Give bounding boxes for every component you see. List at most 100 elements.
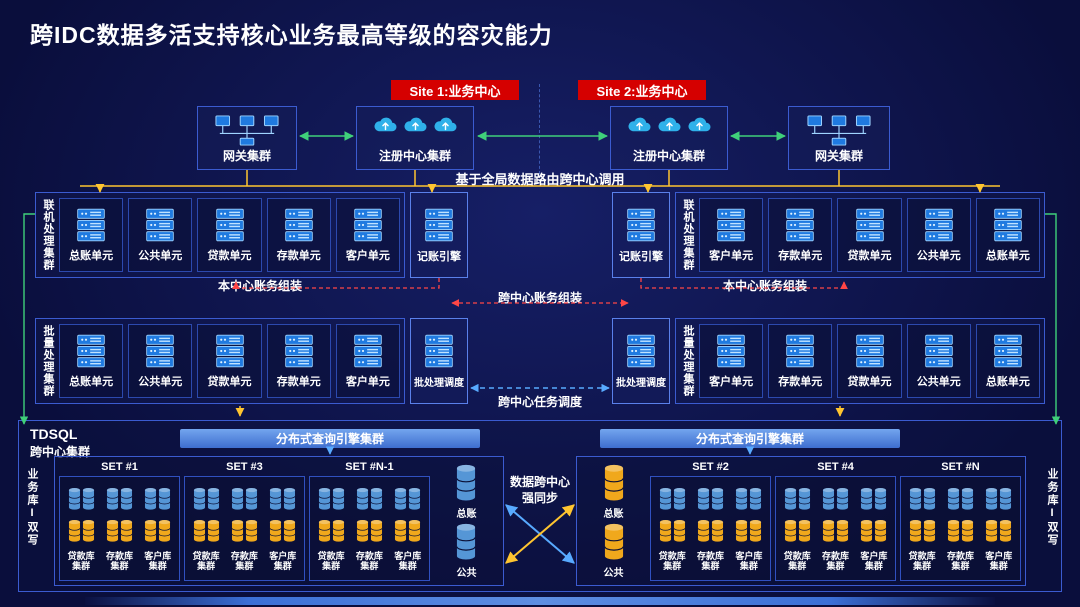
db-group-label: 贷款库集群 — [317, 550, 345, 572]
database-icon — [697, 518, 710, 544]
batch-scheduler-right: 批处理调度 — [612, 318, 670, 404]
server-unit: 总账单元 — [59, 198, 124, 272]
server-unit: 贷款单元 — [837, 324, 902, 398]
database-icon — [269, 518, 282, 544]
standby-db-row — [903, 518, 1018, 544]
database-icon — [711, 518, 724, 544]
server-unit: 公共单元 — [128, 198, 193, 272]
db-group — [144, 518, 171, 544]
sync-label-line2: 强同步 — [521, 491, 558, 506]
database-icon — [947, 486, 960, 512]
query-engine-bar-left: 分布式查询引擎集群 — [180, 429, 480, 448]
server-unit-label: 存款单元 — [276, 250, 321, 262]
set-column: SET #2 贷款库集群 — [650, 461, 772, 581]
server-unit: 存款单元 — [266, 198, 331, 272]
set-list-right: SET #2 贷款库集群 — [650, 461, 1021, 581]
bookkeeping-engine-left-label: 记账引擎 — [417, 250, 461, 263]
server-unit: 存款单元 — [266, 324, 331, 398]
site1-badge: Site 1:业务中心 — [391, 80, 519, 100]
standby-db-row — [187, 518, 302, 544]
cloud-upload-icon — [686, 114, 713, 135]
database-icon — [283, 486, 296, 512]
database-icon — [193, 486, 206, 512]
server-rack-icon — [626, 207, 656, 243]
database-icon — [673, 486, 686, 512]
online-right-units: 客户单元 存款单元 贷款单元 公共单元 — [699, 198, 1041, 272]
database-icon — [749, 518, 762, 544]
db-group-label: 存款库集群 — [105, 550, 133, 572]
server-unit: 客户单元 — [699, 324, 764, 398]
db-group — [985, 486, 1012, 512]
database-icon — [455, 463, 477, 503]
server-rack-icon — [993, 207, 1023, 243]
database-icon — [245, 518, 258, 544]
db-group-label: 贷款库集群 — [783, 550, 811, 572]
database-icon — [860, 518, 873, 544]
database-icon — [408, 486, 421, 512]
db-group — [860, 486, 887, 512]
database-icon — [874, 486, 887, 512]
database-icon — [985, 486, 998, 512]
db-group-label: 存款库集群 — [355, 550, 383, 572]
cloud-upload-icon — [626, 114, 653, 135]
db-group — [318, 518, 345, 544]
database-icon — [909, 518, 922, 544]
online-cluster-left-vertical-label: 联机处理集群 — [42, 199, 54, 271]
server-unit-label: 客户单元 — [709, 376, 754, 388]
server-rack-icon — [785, 333, 815, 369]
server-unit-label: 公共单元 — [916, 376, 961, 388]
database-icon — [68, 486, 81, 512]
database-icon — [158, 486, 171, 512]
registry-cluster-right: 注册中心集群 — [610, 106, 728, 170]
local-assembly-right-label: 本中心账务组装 — [722, 279, 807, 293]
server-rack-icon — [353, 207, 383, 243]
standby-db-row — [778, 518, 893, 544]
network-topology-icon — [210, 114, 284, 147]
cloud-upload-icon — [402, 114, 429, 135]
db-group-label: 贷款库集群 — [67, 550, 95, 572]
server-unit: 总账单元 — [59, 324, 124, 398]
dual-write-label-right: 业务库I双写 — [1046, 468, 1058, 547]
server-rack-icon — [855, 333, 885, 369]
server-unit-label: 客户单元 — [345, 250, 390, 262]
database-icon — [603, 463, 625, 503]
database-icon — [999, 486, 1012, 512]
set-box: 贷款库集群 存款库集群 客户库集群 — [59, 476, 180, 581]
db-group — [231, 486, 258, 512]
batch-left-units: 总账单元 公共单元 贷款单元 存款单元 — [59, 324, 401, 398]
database-icon — [749, 486, 762, 512]
bookkeeping-engine-left: 记账引擎 — [410, 192, 468, 278]
server-rack-icon — [284, 333, 314, 369]
server-unit-label: 存款单元 — [276, 376, 321, 388]
db-group — [985, 518, 1012, 544]
db-group — [356, 486, 383, 512]
server-unit-label: 公共单元 — [916, 250, 961, 262]
database-icon — [836, 518, 849, 544]
primary-db-row — [62, 486, 177, 512]
db-group-label: 贷款库集群 — [658, 550, 686, 572]
site-divider-line — [539, 84, 540, 174]
db-group-labels: 贷款库集群 存款库集群 客户库集群 — [312, 551, 427, 572]
db-single: 总账 — [455, 463, 477, 520]
db-group — [394, 486, 421, 512]
batch-scheduler-right-label: 批处理调度 — [616, 378, 666, 389]
set-column: SET #4 贷款库集群 — [775, 461, 897, 581]
db-group-labels: 贷款库集群 存款库集群 客户库集群 — [187, 551, 302, 572]
database-icon — [961, 518, 974, 544]
database-icon — [961, 486, 974, 512]
sync-label-line1: 数据跨中心 — [509, 475, 570, 489]
server-unit-label: 客户单元 — [709, 250, 754, 262]
set-column: SET #N 贷款库集群 — [900, 461, 1021, 581]
singles-column-left: 总账 公共 — [434, 461, 499, 581]
db-single: 公共 — [455, 522, 477, 579]
database-icon — [947, 518, 960, 544]
cloud-icon-row — [372, 114, 459, 135]
db-group-label: 存款库集群 — [946, 550, 974, 572]
database-icon — [82, 486, 95, 512]
server-rack-icon — [76, 207, 106, 243]
db-group — [909, 486, 936, 512]
db-single-label: 公共 — [456, 568, 477, 579]
online-cluster-right: 联机处理集群 客户单元 存款单元 贷款单元 — [675, 192, 1045, 278]
batch-cluster-left: 批量处理集群 总账单元 公共单元 贷款单元 — [35, 318, 405, 404]
